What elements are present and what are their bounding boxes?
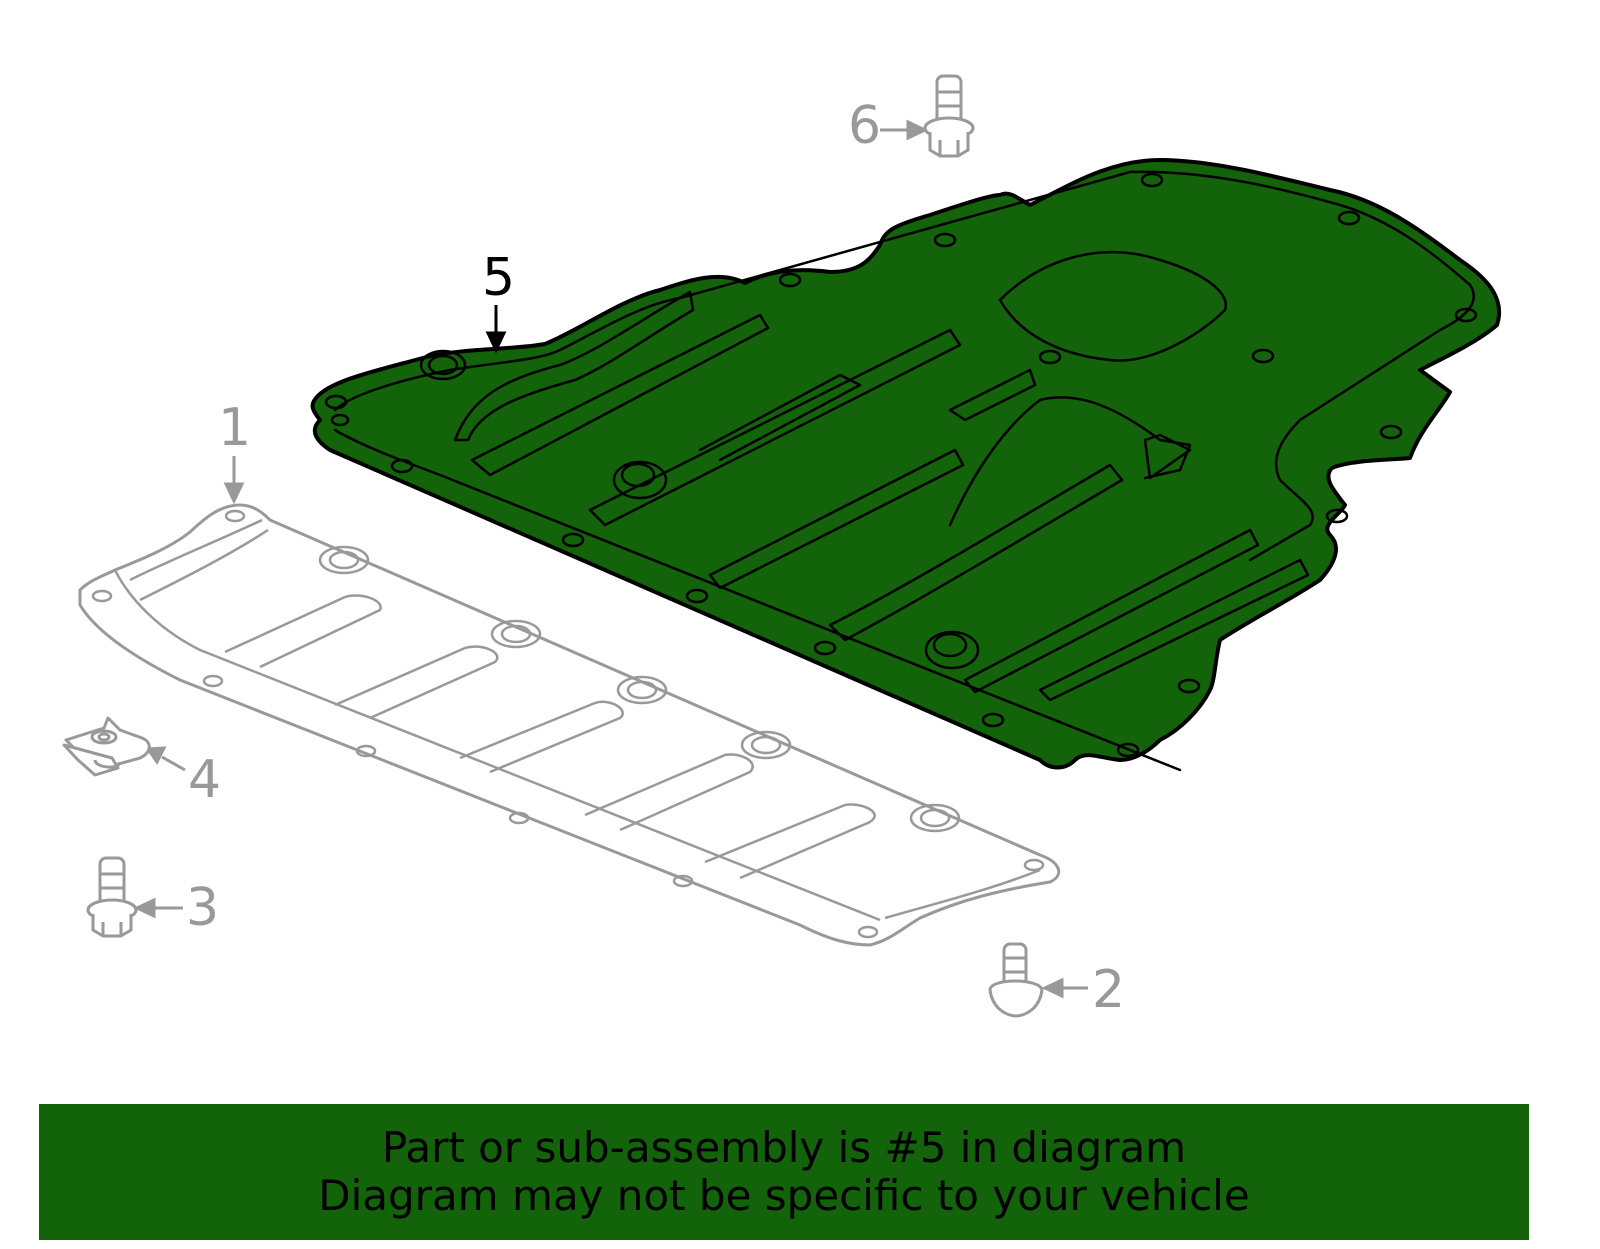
- part-info-banner: Part or sub-assembly is #5 in diagram Di…: [39, 1104, 1529, 1240]
- callout-2[interactable]: 2: [1092, 960, 1126, 1020]
- callout-4[interactable]: 4: [188, 750, 222, 810]
- part-2-screw-icon[interactable]: [988, 942, 1044, 1018]
- part-1-lower-shield[interactable]: [78, 503, 1061, 947]
- part-3-bolt-icon[interactable]: [86, 856, 138, 938]
- banner-line-1: Part or sub-assembly is #5 in diagram: [381, 1123, 1187, 1172]
- part-5-splash-shield[interactable]: [310, 158, 1502, 772]
- callout-5[interactable]: 5: [482, 248, 516, 308]
- part-4-clip-nut-icon[interactable]: [62, 716, 151, 777]
- leader-arrows: [133, 119, 1088, 999]
- callout-3[interactable]: 3: [186, 878, 220, 938]
- callout-6[interactable]: 6: [848, 96, 882, 156]
- banner-line-2: Diagram may not be specific to your vehi…: [318, 1171, 1250, 1220]
- part-6-bolt-icon[interactable]: [923, 74, 975, 158]
- callout-1[interactable]: 1: [218, 398, 252, 458]
